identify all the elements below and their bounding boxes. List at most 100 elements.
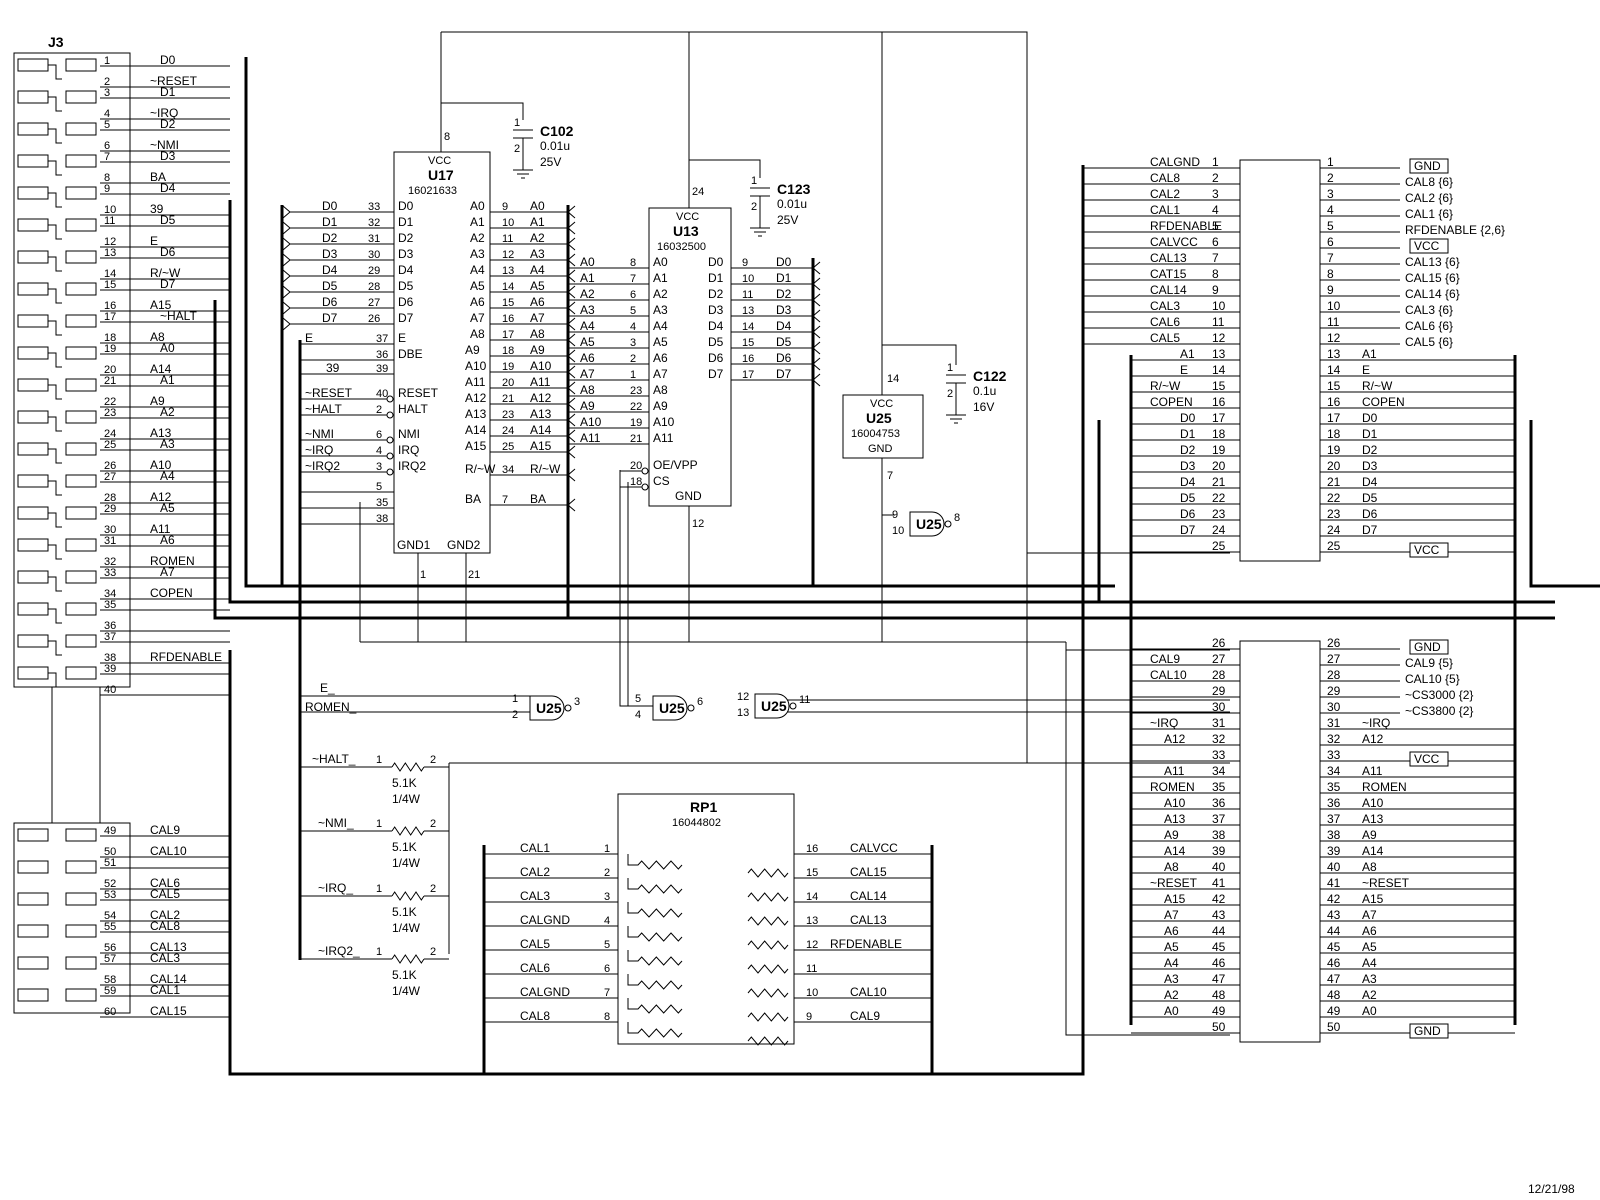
connector-right-net: D2 — [1362, 443, 1378, 457]
u17-pin-number: 32 — [368, 217, 380, 229]
u17-pin-name: HALT — [398, 402, 428, 416]
u17-address-net: A9_ — [530, 343, 552, 357]
connector-pin: 1 — [1212, 155, 1219, 169]
u13-pin-name: A6 — [653, 351, 668, 365]
capacitor-pin: 1 — [947, 362, 953, 374]
connector-pin: 24 — [1327, 523, 1341, 537]
connector-pin: 20 — [1327, 459, 1341, 473]
u13-pin-number: 10 — [742, 273, 754, 285]
u13-data-net: D6_ — [776, 351, 798, 365]
bus-entry — [567, 205, 576, 219]
j3-pin-contact — [65, 410, 97, 424]
u13-pin-name: D0 — [708, 255, 724, 269]
power-flag-box — [1409, 158, 1449, 174]
j3-signal-label: A11_ — [150, 522, 177, 536]
connector-pin: 20 — [1212, 459, 1226, 473]
u13-pin-name: D5 — [708, 335, 724, 349]
c123-wire — [689, 159, 761, 178]
j3-signal-label: BA — [150, 170, 166, 184]
j3-pin-number: 33 — [104, 567, 116, 579]
j3-pin-contact — [17, 186, 49, 200]
j3-signal-label: A10_ — [150, 458, 178, 472]
u17-address-net: A4_ — [530, 263, 552, 277]
j3-pin-number: 10 — [104, 204, 116, 216]
j3-signal-label: ~RESET_ — [150, 74, 204, 88]
power-flag-label: GND — [1414, 1024, 1441, 1038]
u17-control-net: ~IRQ_ — [305, 443, 340, 457]
j3-pin-number: 14 — [104, 268, 116, 280]
j3-pin-number: 23 — [104, 407, 116, 419]
j3-pin-number: 60 — [104, 1006, 116, 1018]
capacitor-pin: 1 — [514, 117, 520, 129]
power-flag-label: VCC — [1414, 752, 1440, 766]
connector-right-net: D4 — [1362, 475, 1378, 489]
j3-pin-number: 52 — [104, 878, 116, 890]
inversion-bubble — [687, 704, 695, 712]
j3-signal-label: CAL2_ — [150, 908, 187, 922]
j3-signal-label: CAL15_ — [150, 1004, 194, 1018]
j3-pin-contact — [65, 474, 97, 488]
connector-pin: 30 — [1327, 700, 1341, 714]
j3-pin-contact — [17, 924, 49, 938]
u13-data-net: D5_ — [776, 335, 798, 349]
u13-address-net: A3_ — [580, 303, 602, 317]
gate-reference: U25 — [916, 516, 942, 532]
u25-reference: U25 — [866, 410, 892, 426]
capacitor-value: 0.01u — [540, 139, 570, 153]
j3-pin-contact — [65, 154, 97, 168]
u17-pin-name: IRQ2 — [398, 459, 426, 473]
u17-pin-name: E — [398, 331, 406, 345]
j3-pin-contact — [65, 956, 97, 970]
j3-pin-contact — [17, 988, 49, 1002]
connector-right-net: A12 — [1362, 732, 1384, 746]
j3-signal-label: A14_ — [150, 362, 178, 376]
j3-pin-number: 16 — [104, 300, 116, 312]
u13-pin-name: CS — [653, 474, 670, 488]
connector-left-net: D1_ — [1180, 427, 1202, 441]
j3-signal-label: D7_ — [160, 277, 182, 291]
u25-vcc-label: VCC — [870, 398, 893, 410]
rp1-part-number: 16044802 — [672, 817, 721, 829]
connector-right-net: A6 — [1362, 924, 1377, 938]
j3-pin-contact — [65, 346, 97, 360]
connector-left-net: A1_ — [1180, 347, 1202, 361]
connector-pin: 44 — [1212, 924, 1226, 938]
j3-contact-link — [48, 128, 62, 144]
connector-right-net: A4 — [1362, 956, 1377, 970]
j3-pin-contact — [65, 538, 97, 552]
gate-pin: 13 — [737, 707, 749, 719]
connector-pin: 3 — [1212, 187, 1219, 201]
u25-gnd-label: GND — [868, 443, 893, 455]
u17-pin-number: 33 — [368, 201, 380, 213]
connector-pin: 49 — [1212, 1004, 1226, 1018]
resistor-net: ~HALT_ — [312, 752, 356, 766]
connector-pin: 43 — [1212, 908, 1226, 922]
connector-pin: 49 — [1327, 1004, 1341, 1018]
nand-gate — [529, 695, 565, 721]
bus-entry — [567, 301, 576, 315]
j3-signal-label: A2_ — [160, 405, 182, 419]
u13-pin-number: 20 — [630, 460, 642, 472]
connector-left-net: D6_ — [1180, 507, 1202, 521]
u17-pin-number: 7 — [502, 494, 508, 506]
connector-left-net: A7_ — [1164, 908, 1186, 922]
inversion-bubble — [641, 467, 649, 475]
c102-wire — [441, 102, 524, 120]
connector-right-net: A1 — [1362, 347, 1377, 361]
connector-pin: 21 — [1327, 475, 1341, 489]
u17-pin-name: DBE — [398, 347, 423, 361]
u17-pin-number: 35 — [376, 497, 388, 509]
rp1-pin-number: 8 — [604, 1011, 610, 1023]
j3-pin-contact — [65, 634, 97, 648]
resistor-wattage: 1/4W — [392, 856, 421, 870]
connector-pin: 13 — [1327, 347, 1341, 361]
connector-pin: 19 — [1327, 443, 1341, 457]
connector-pin: 19 — [1212, 443, 1226, 457]
capacitor-reference: C102 — [540, 123, 574, 139]
connector-right-net: A10 — [1362, 796, 1384, 810]
j3-signal-label: CAL5_ — [150, 887, 187, 901]
connector-pin: 27 — [1212, 652, 1226, 666]
resistor-pin: 2 — [430, 754, 436, 766]
